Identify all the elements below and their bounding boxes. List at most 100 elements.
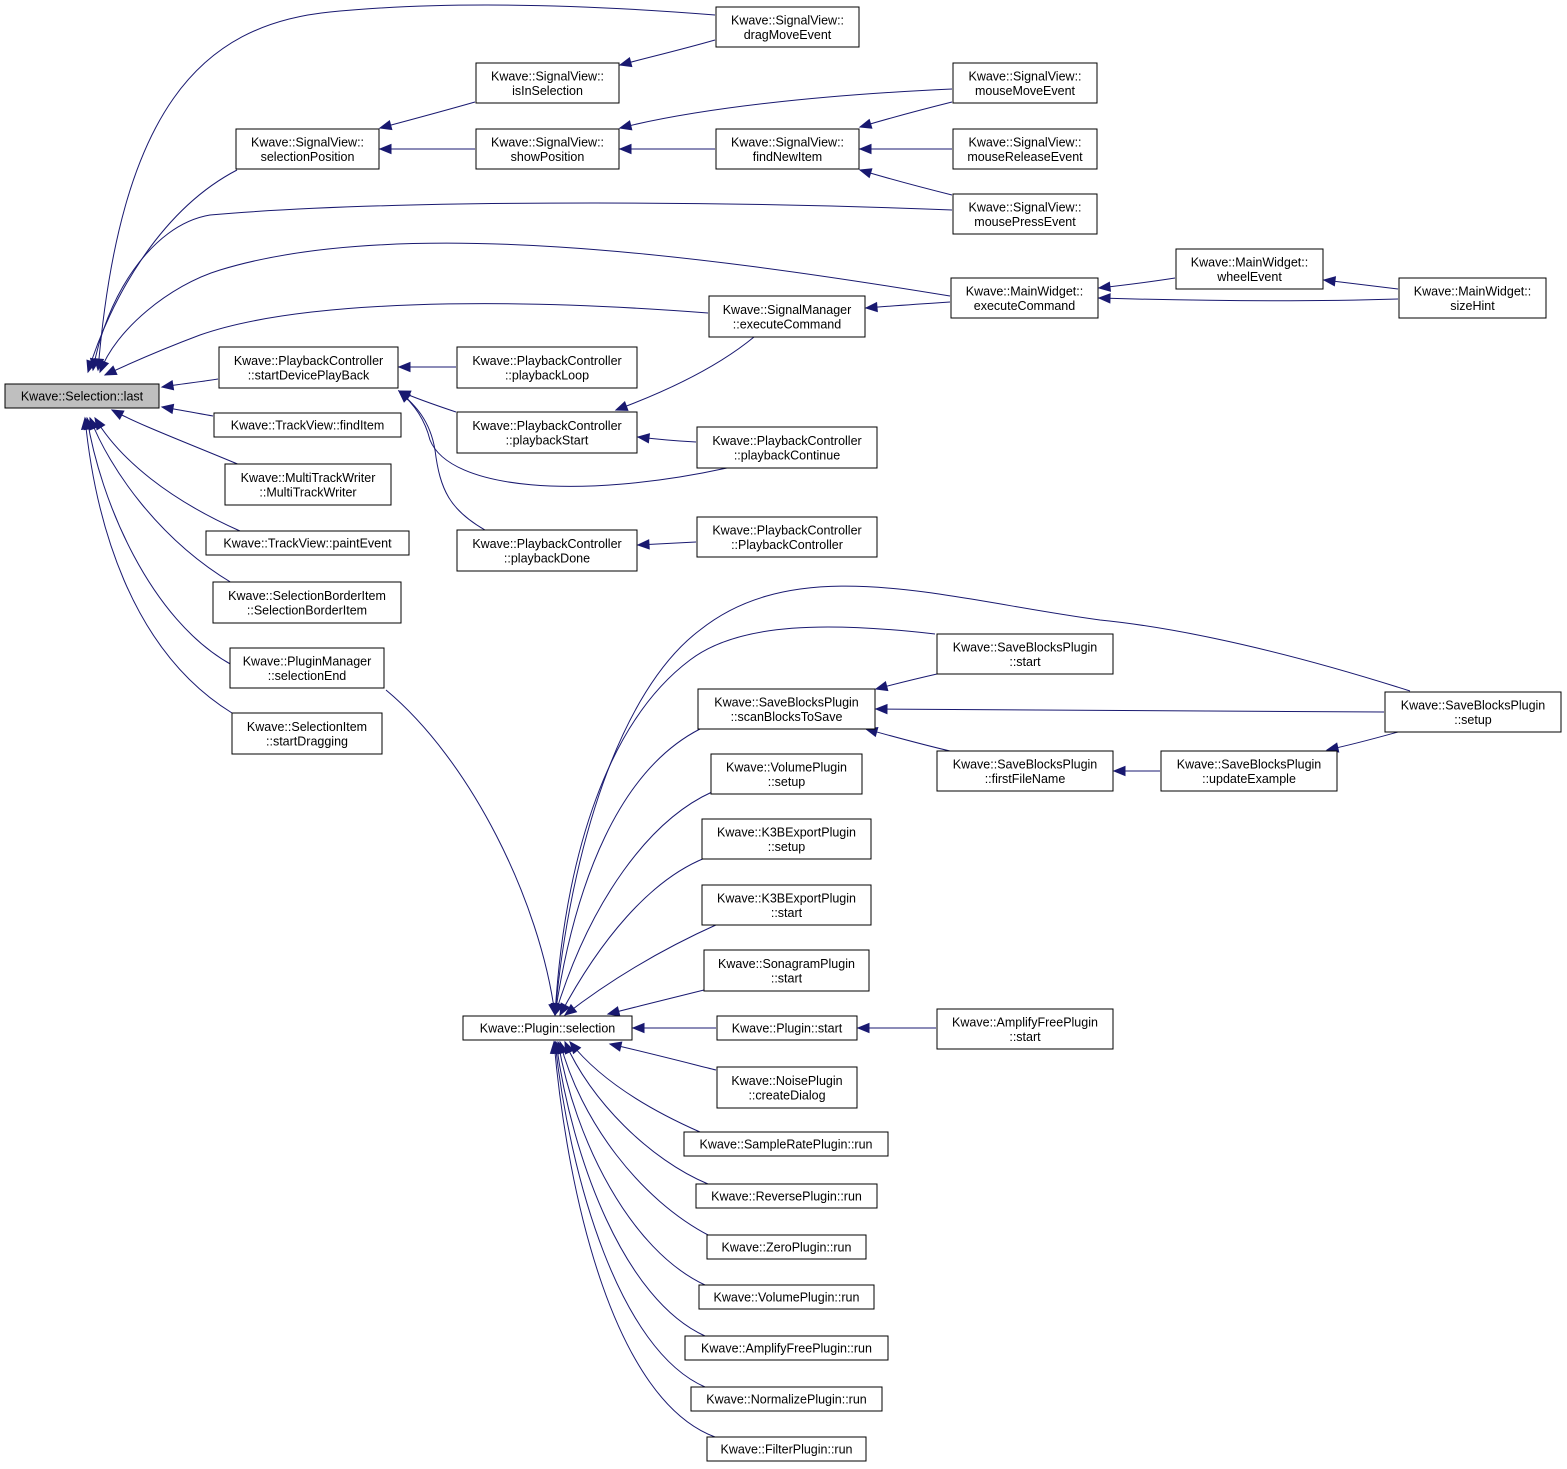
edge-mw-wheel-to-mw-exec (1097, 277, 1176, 292)
node-tv-paint[interactable]: Kwave::TrackView::paintEvent (205, 530, 410, 556)
node-label: ::createDialog (748, 1088, 825, 1102)
node-filt-run[interactable]: Kwave::FilterPlugin::run (706, 1436, 867, 1462)
node-label: wheelEvent (1216, 270, 1282, 284)
node-noise-dlg[interactable]: Kwave::NoisePlugin::createDialog (716, 1066, 858, 1109)
edge-plugin-start-to-plugin-sel (631, 1022, 717, 1034)
node-vol-run[interactable]: Kwave::VolumePlugin::run (698, 1284, 875, 1310)
edge-sbp-start-to-sbp-scan (874, 673, 938, 692)
node-sbp-first[interactable]: Kwave::SaveBlocksPlugin::firstFileName (936, 750, 1114, 792)
edge-sv-mouserel-to-sv-findnew (858, 143, 953, 155)
node-tv-finditem[interactable]: Kwave::TrackView::findItem (213, 412, 402, 438)
node-box (706, 1436, 867, 1462)
node-sbi[interactable]: Kwave::SelectionBorderItem::SelectionBor… (212, 581, 402, 624)
arrowhead (549, 1040, 561, 1054)
node-sv-isinsel[interactable]: Kwave::SignalView::isInSelection (475, 62, 620, 104)
node-box (1160, 750, 1338, 792)
node-norm-run[interactable]: Kwave::NormalizePlugin::run (690, 1386, 883, 1412)
node-sv-mousemove[interactable]: Kwave::SignalView::mouseMoveEvent (952, 62, 1098, 104)
node-box (952, 128, 1098, 170)
arrowhead (398, 390, 412, 403)
edge-line (557, 1041, 706, 1286)
node-label: selectionPosition (261, 150, 355, 164)
node-sm-exec[interactable]: Kwave::SignalManager::executeCommand (708, 295, 866, 338)
node-sbp-start[interactable]: Kwave::SaveBlocksPlugin::start (936, 633, 1114, 675)
node-pc-continue[interactable]: Kwave::PlaybackController::playbackConti… (696, 426, 878, 469)
node-label: findNewItem (753, 150, 822, 164)
edges-layer (80, 4, 1411, 1438)
arrowhead (618, 143, 632, 155)
node-label: mousePressEvent (974, 215, 1076, 229)
edge-line (92, 202, 953, 371)
node-plugin-start[interactable]: Kwave::Plugin::start (716, 1015, 858, 1041)
node-label: Kwave::Plugin::selection (480, 1022, 616, 1036)
node-box (715, 6, 860, 48)
edge-mw-exec-to-root (99, 242, 951, 374)
node-k3b-start[interactable]: Kwave::K3BExportPlugin::start (701, 884, 872, 926)
edge-sv-isinsel-to-sv-selpos (378, 101, 476, 131)
node-si-drag[interactable]: Kwave::SelectionItem::startDragging (231, 712, 383, 755)
node-label: ::start (771, 971, 803, 985)
node-sv-findnew[interactable]: Kwave::SignalView::findNewItem (715, 128, 860, 170)
edge-line (555, 1041, 706, 1337)
node-label: executeCommand (974, 299, 1075, 313)
node-sono-start[interactable]: Kwave::SonagramPlugin::start (703, 949, 870, 992)
node-sv-mousepress[interactable]: Kwave::SignalView::mousePressEvent (952, 193, 1098, 235)
node-sbp-setup[interactable]: Kwave::SaveBlocksPlugin::setup (1384, 691, 1562, 733)
edge-line (554, 585, 1411, 1016)
node-root[interactable]: Kwave::Selection::last (4, 383, 160, 409)
node-plugin-sel[interactable]: Kwave::Plugin::selection (462, 1015, 633, 1041)
node-sv-selpos[interactable]: Kwave::SignalView::selectionPosition (235, 128, 380, 170)
node-box (475, 128, 620, 170)
arrowhead (103, 365, 118, 376)
node-pc-loop[interactable]: Kwave::PlaybackController::playbackLoop (456, 346, 638, 389)
node-rev-run[interactable]: Kwave::ReversePlugin::run (695, 1183, 878, 1209)
node-mtw[interactable]: Kwave::MultiTrackWriter::MultiTrackWrite… (224, 463, 392, 506)
node-label: Kwave::SignalView:: (968, 69, 1081, 83)
node-zero-run[interactable]: Kwave::ZeroPlugin::run (706, 1234, 867, 1260)
edge-line (607, 989, 705, 1015)
node-sbp-update[interactable]: Kwave::SaveBlocksPlugin::updateExample (1160, 750, 1338, 792)
node-label: Kwave::SignalView:: (491, 135, 604, 149)
node-pc-start[interactable]: Kwave::PlaybackController::playbackStart (456, 411, 638, 454)
node-label: Kwave::PlaybackController (472, 419, 621, 433)
node-box (235, 128, 380, 170)
edge-line (554, 791, 713, 1016)
arrowhead (397, 361, 411, 373)
node-box (231, 712, 383, 755)
node-afp-start[interactable]: Kwave::AmplifyFreePlugin::start (936, 1008, 1114, 1050)
node-pc-startdev[interactable]: Kwave::PlaybackController::startDevicePl… (218, 346, 399, 389)
edge-sbi-to-root (89, 416, 233, 584)
node-sbp-scan[interactable]: Kwave::SaveBlocksPlugin::scanBlocksToSav… (697, 688, 876, 730)
node-label: Kwave::MainWidget:: (1414, 284, 1531, 298)
arrowhead (618, 56, 633, 68)
node-label: Kwave::SelectionBorderItem (228, 589, 386, 603)
node-mw-exec[interactable]: Kwave::MainWidget::executeCommand (950, 277, 1099, 319)
edge-line (385, 689, 556, 1016)
node-pc-ctor[interactable]: Kwave::PlaybackController::PlaybackContr… (696, 516, 878, 558)
node-srp-run[interactable]: Kwave::SampleRatePlugin::run (683, 1131, 889, 1157)
edge-sv-showpos-to-sv-selpos (378, 143, 476, 155)
node-pm-selend[interactable]: Kwave::PluginManager::selectionEnd (229, 647, 385, 689)
node-mw-wheel[interactable]: Kwave::MainWidget::wheelEvent (1175, 248, 1324, 290)
arrowhead (86, 359, 97, 374)
node-pc-done[interactable]: Kwave::PlaybackController::playbackDone (456, 529, 638, 572)
edge-pc-startdev-to-root (160, 378, 219, 391)
node-afp-run[interactable]: Kwave::AmplifyFreePlugin::run (684, 1335, 889, 1361)
arrowhead (160, 380, 175, 391)
edge-sv-dragmove-to-root (93, 4, 716, 372)
node-label: Kwave::MainWidget:: (966, 284, 1083, 298)
node-sv-mouserel[interactable]: Kwave::SignalView::mouseReleaseEvent (952, 128, 1098, 170)
node-k3b-setup[interactable]: Kwave::K3BExportPlugin::setup (701, 818, 872, 860)
arrowhead (378, 119, 393, 131)
arrowhead (559, 1002, 571, 1017)
node-sv-dragmove[interactable]: Kwave::SignalView::dragMoveEvent (715, 6, 860, 48)
node-mw-sizehint[interactable]: Kwave::MainWidget::sizeHint (1398, 277, 1547, 319)
node-vp-setup[interactable]: Kwave::VolumePlugin::setup (710, 753, 863, 795)
node-sv-showpos[interactable]: Kwave::SignalView::showPosition (475, 128, 620, 170)
node-label: ::updateExample (1202, 772, 1296, 786)
arrowhead (608, 1041, 623, 1052)
node-label: ::setup (768, 775, 806, 789)
node-label: Kwave::FilterPlugin::run (720, 1443, 852, 1457)
edge-line (87, 169, 238, 373)
arrowhead (99, 359, 110, 374)
